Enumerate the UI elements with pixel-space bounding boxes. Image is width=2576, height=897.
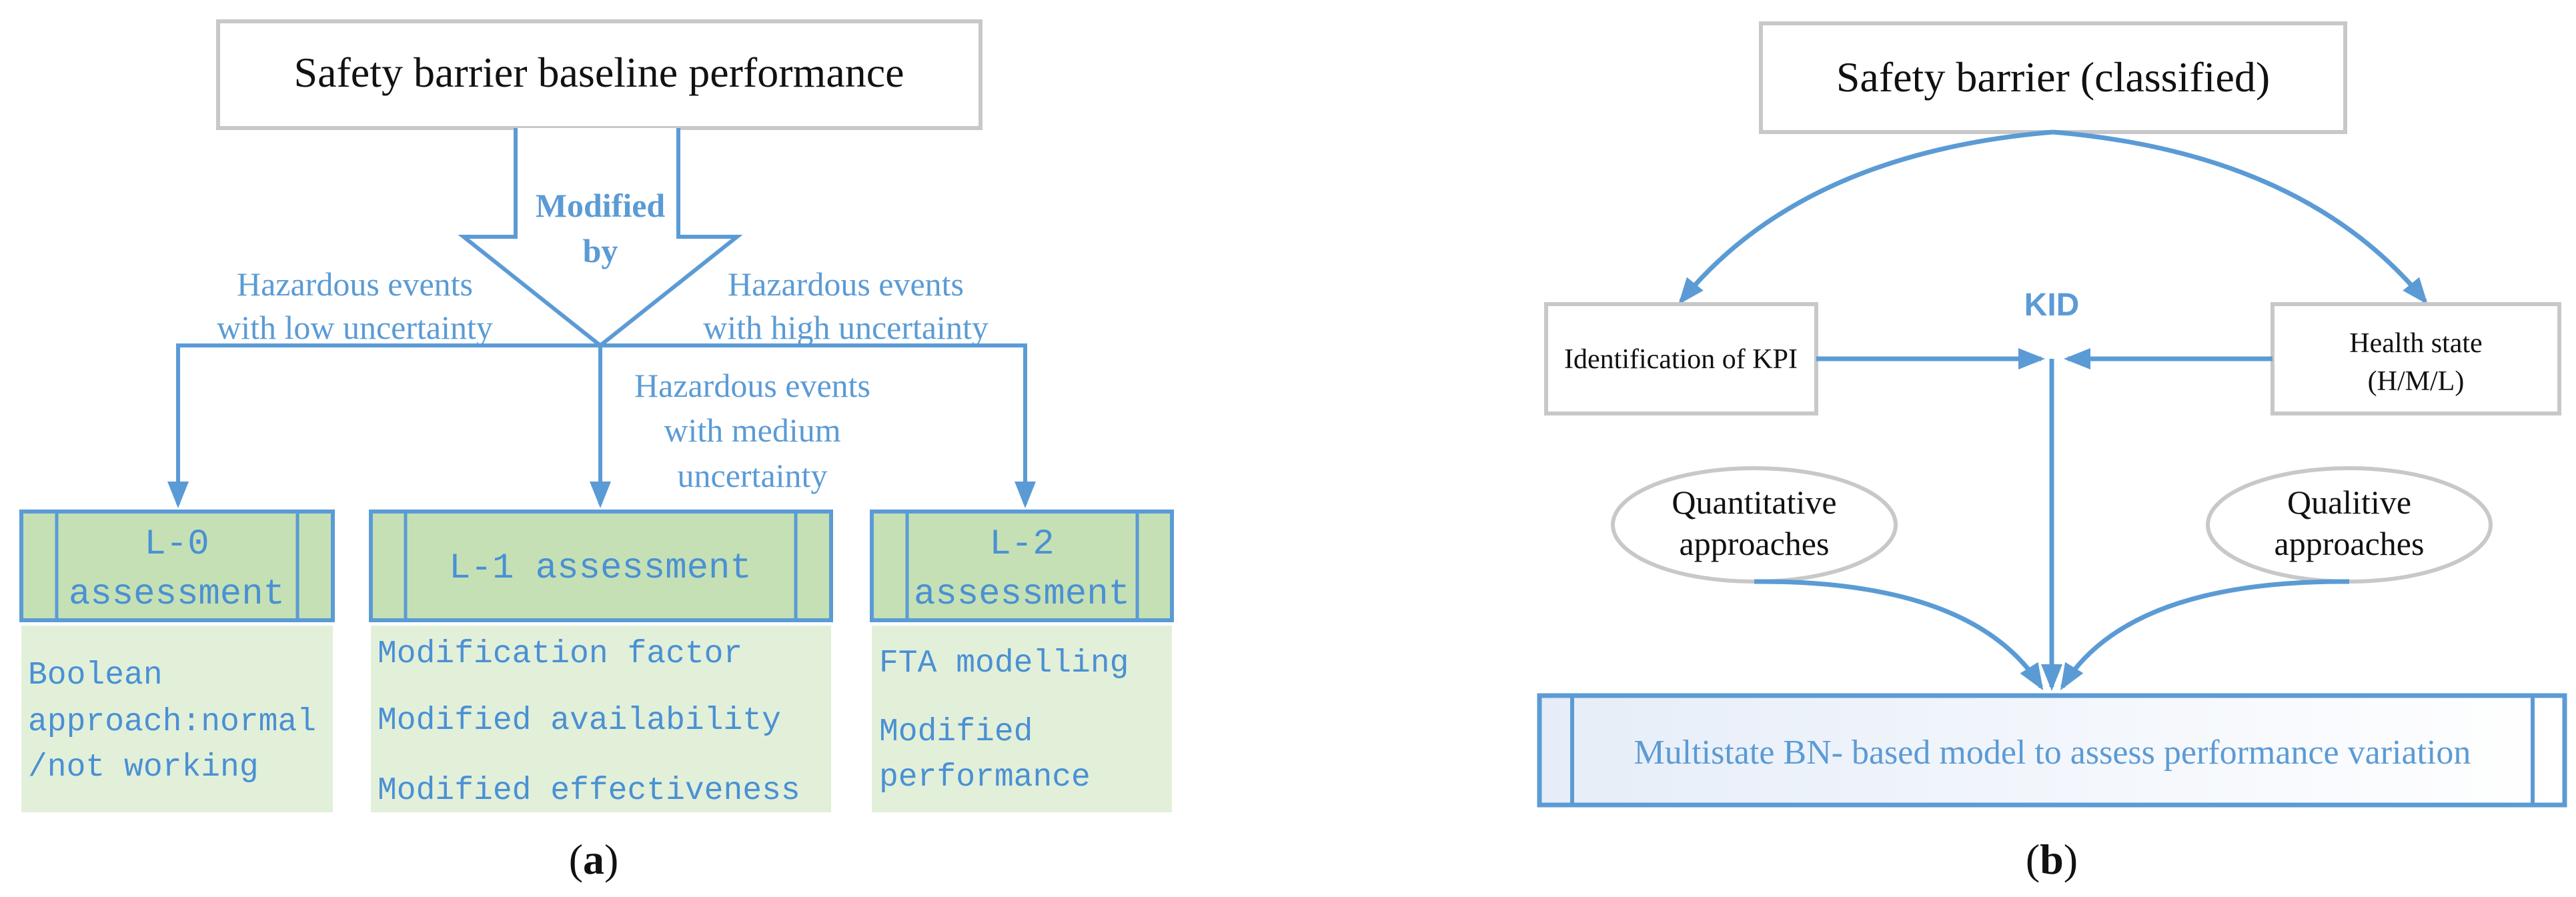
arc-to-health [2052,129,2428,305]
quantitative-to-model-arrow [1754,579,2044,691]
l0-item-2: approach:normal [28,704,316,740]
kid-label: KID [2024,287,2080,323]
branch-label-medium-3: uncertainty [678,457,828,494]
arc-to-kpi [1678,129,2054,305]
quantitative-line-1: Quantitative [1672,484,1836,521]
l2-title-line-1: L-2 [989,524,1054,565]
l2-item-1: FTA modelling [879,646,1129,682]
l1-item-1: Modification factor [378,636,742,672]
modified-label: Modified [536,187,666,224]
branch-label-medium-1: Hazardous events [634,367,870,404]
l2-title-line-2: assessment [914,574,1130,615]
by-label: by [583,232,618,269]
quantitative-line-2: approaches [1680,525,1830,562]
classified-barrier-box [1759,21,2347,134]
baseline-performance-box [216,19,983,130]
multistate-model-box: Multistate BN- based model to assess per… [1537,693,2567,808]
branch-label-high-1: Hazardous events [728,265,964,303]
health-state-line-1: Health state [2349,328,2482,359]
l0-item-1: Boolean [28,658,163,694]
l0-item-3: /not working [28,750,259,786]
connector-left [167,343,600,508]
branch-label-low-2: with low uncertainty [217,309,493,346]
l2-item-3: performance [879,760,1091,796]
baseline-performance-label: Safety barrier baseline performance [293,49,904,96]
branch-label-medium-2: with medium [664,411,840,449]
panel-b: Safety barrier (classified) Identificati… [1537,21,2567,883]
l1-body [371,626,831,812]
connector-right [600,343,1036,508]
l0-title-line-1: L-0 [144,524,209,565]
branch-label-low-1: Hazardous events [237,265,473,303]
health-state-line-2: (H/M/L) [2368,366,2465,397]
l0-assessment-header: L-0 assessment [19,510,335,622]
health-state-box [2271,302,2561,415]
caption-b: (b) [2026,836,2078,883]
l0-title-line-2: assessment [69,574,285,615]
l2-assessment-header: L-2 assessment [870,510,1174,622]
l1-title: L-1 assessment [449,548,752,589]
panel-a: Safety barrier baseline performance Modi… [19,19,1174,883]
classified-barrier-label: Safety barrier (classified) [1836,53,2270,101]
caption-a: (a) [569,836,619,883]
l1-assessment-header: L-1 assessment [369,510,833,622]
l1-item-2: Modified availability [378,703,781,739]
qualitive-line-1: Qualitive [2287,484,2411,521]
l2-body [872,626,1172,812]
multistate-model-label: Multistate BN- based model to assess per… [1634,734,2471,772]
branch-label-high-2: with high uncertainty [703,309,989,346]
l0-body [21,626,333,812]
l1-item-3: Modified effectiveness [378,773,800,809]
qualitive-to-model-arrow [2060,579,2350,691]
kpi-label: Identification of KPI [1564,344,1798,375]
l2-item-2: Modified [879,714,1033,750]
qualitive-line-2: approaches [2275,525,2425,562]
